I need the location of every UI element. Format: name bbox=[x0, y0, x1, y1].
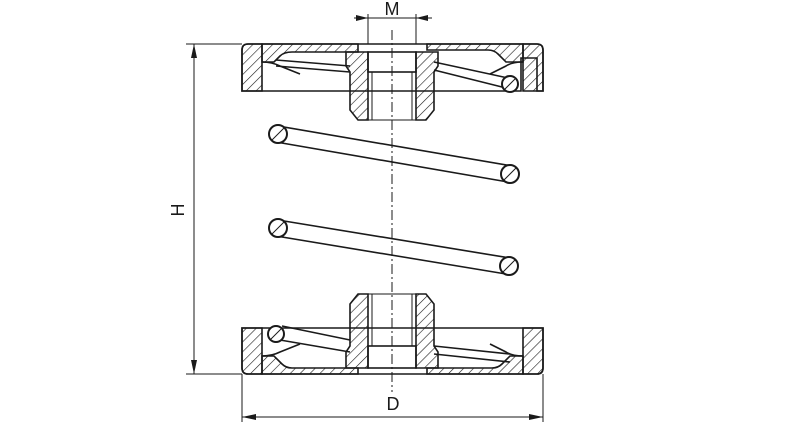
top-plate bbox=[241, 43, 544, 121]
spring-coils bbox=[268, 124, 520, 276]
height-label: H bbox=[168, 204, 188, 217]
bottom-plate bbox=[241, 293, 544, 375]
thread-label: M bbox=[385, 0, 400, 19]
dimension-height-h: H bbox=[168, 43, 242, 375]
diameter-label: D bbox=[387, 394, 400, 414]
dimension-thread-m: M bbox=[354, 0, 432, 44]
dimension-diameter-d: D bbox=[241, 374, 544, 422]
